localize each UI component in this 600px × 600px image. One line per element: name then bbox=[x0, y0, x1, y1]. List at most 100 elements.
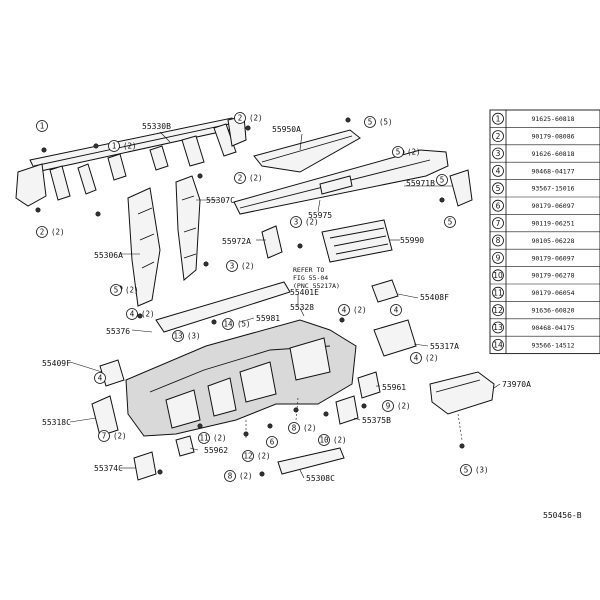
callout-quantity: (2) bbox=[333, 436, 347, 445]
callout-circle bbox=[436, 174, 448, 186]
part-label-55308c: 55308C bbox=[306, 474, 335, 483]
parts-table-num-circle bbox=[492, 286, 504, 299]
callout-quantity: (2) bbox=[397, 402, 411, 411]
duct-55950a-drawing bbox=[253, 129, 361, 173]
callout-number: 10 bbox=[319, 436, 329, 445]
parts-table-code: 90179-06097 bbox=[531, 254, 574, 262]
duct-55975-drawing bbox=[233, 149, 449, 215]
callout-number: 12 bbox=[243, 452, 252, 461]
callout-quantity: (2) bbox=[257, 452, 271, 461]
parts-table-code: 90179-06278 bbox=[531, 272, 574, 280]
callout-circle bbox=[234, 172, 246, 184]
callout-number: 5 bbox=[396, 148, 401, 157]
refer-note: REFER TO FIG 55-04 (PNC 55217A) bbox=[293, 266, 340, 290]
callout-number: 14 bbox=[223, 320, 233, 329]
callout-number: 2 bbox=[238, 174, 243, 183]
callout-quantity: (2) bbox=[123, 142, 137, 151]
callout-circle bbox=[98, 430, 110, 442]
parts-table-num: 9 bbox=[496, 254, 501, 263]
callout-circle bbox=[36, 226, 48, 238]
callout: 5 (5) bbox=[364, 116, 393, 128]
parts-table-num: 6 bbox=[496, 201, 501, 210]
callout-number: 11 bbox=[199, 434, 208, 443]
cover-55408f-drawing bbox=[371, 279, 399, 303]
callout-number: 4 bbox=[130, 310, 135, 319]
parts-table-code: 90468-04177 bbox=[531, 167, 574, 175]
parts-table-row: 10 90179-06278 bbox=[492, 269, 575, 282]
callout-quantity: (2) bbox=[125, 286, 139, 295]
parts-table-row: 9 90179-06097 bbox=[492, 251, 575, 264]
parts-table-num-circle bbox=[492, 304, 504, 317]
callout-quantity: (2) bbox=[213, 434, 227, 443]
callout-circle bbox=[266, 436, 278, 448]
callout-number: 7 bbox=[102, 432, 107, 441]
callout: 5(2) bbox=[392, 146, 421, 158]
callout: 11 (2) bbox=[198, 432, 227, 444]
parts-table-num: 2 bbox=[496, 132, 501, 141]
callout: 8(2) bbox=[224, 470, 253, 482]
callout: 5 bbox=[436, 174, 448, 186]
callout: 1 bbox=[36, 120, 48, 132]
callout-number: 8 bbox=[228, 472, 233, 481]
callout-number: 2 bbox=[238, 114, 243, 123]
part-label-55328: 55328 bbox=[290, 303, 314, 312]
callout-number: 1 bbox=[112, 142, 117, 151]
callout-circle bbox=[242, 450, 254, 462]
pad-55328-drawing bbox=[155, 281, 291, 333]
part-label-55376: 55376 bbox=[106, 327, 130, 336]
duct-55971b-drawing bbox=[449, 169, 473, 207]
vent-55961-drawing bbox=[357, 371, 381, 399]
parts-table-num-circle bbox=[492, 338, 504, 351]
parts-table-num-circle bbox=[492, 112, 504, 125]
part-label-55375b: 55375B bbox=[362, 416, 391, 425]
small-parts-drawings bbox=[133, 395, 359, 481]
part-label-55318c: 55318C bbox=[42, 418, 71, 427]
parts-table-num: 3 bbox=[496, 149, 501, 158]
parts-table-num: 14 bbox=[493, 341, 503, 350]
parts-table-code: 90105-06228 bbox=[531, 237, 574, 245]
callout-circle bbox=[290, 216, 302, 228]
callout: 3(2) bbox=[290, 216, 319, 228]
callout-number: 13 bbox=[173, 332, 182, 341]
parts-table-num: 1 bbox=[496, 114, 501, 123]
callout-circle bbox=[224, 470, 236, 482]
callout: 5(3) bbox=[460, 464, 489, 476]
part-label-55961: 55961 bbox=[382, 383, 406, 392]
callout-number: 6 bbox=[270, 438, 275, 447]
part-label-55981: 55981 bbox=[256, 314, 280, 323]
part-label-55962: 55962 bbox=[204, 446, 228, 455]
bracket-55307c-drawing bbox=[175, 175, 201, 281]
callout: 2(2) bbox=[234, 112, 263, 124]
callout-number: 4 bbox=[414, 354, 419, 363]
callout-circle bbox=[444, 216, 456, 228]
callout-number: 5 bbox=[368, 118, 373, 127]
callout: 2(2) bbox=[36, 226, 65, 238]
callout-circle bbox=[126, 308, 138, 320]
vent-55990-drawing bbox=[321, 219, 393, 263]
callout-quantity: (3) bbox=[187, 332, 201, 341]
callout-quantity: (5) bbox=[379, 118, 393, 127]
bracket-55972a-drawing bbox=[261, 225, 283, 259]
callout-circle bbox=[460, 464, 472, 476]
callout: 12 (2) bbox=[242, 450, 271, 462]
diagram-id: 550456-B bbox=[543, 511, 582, 520]
parts-table-num-circle bbox=[492, 251, 504, 264]
refer-note-line-3: (PNC 55217A) bbox=[293, 282, 340, 290]
callout-circle bbox=[288, 422, 300, 434]
callout-number: 3 bbox=[230, 262, 235, 271]
callout: 6 bbox=[266, 436, 278, 448]
part-label-55317a: 55317A bbox=[430, 342, 459, 351]
parts-table-num: 10 bbox=[493, 271, 503, 280]
callout-quantity: (2) bbox=[425, 354, 439, 363]
callout-circle bbox=[36, 120, 48, 132]
parts-table-num: 13 bbox=[493, 323, 503, 332]
lower-cover-drawings bbox=[91, 359, 125, 437]
parts-table-code: 91636-60820 bbox=[531, 307, 574, 315]
part-label-55307c: 55307C bbox=[206, 196, 235, 205]
part-label-55972a: 55972A bbox=[222, 237, 251, 246]
